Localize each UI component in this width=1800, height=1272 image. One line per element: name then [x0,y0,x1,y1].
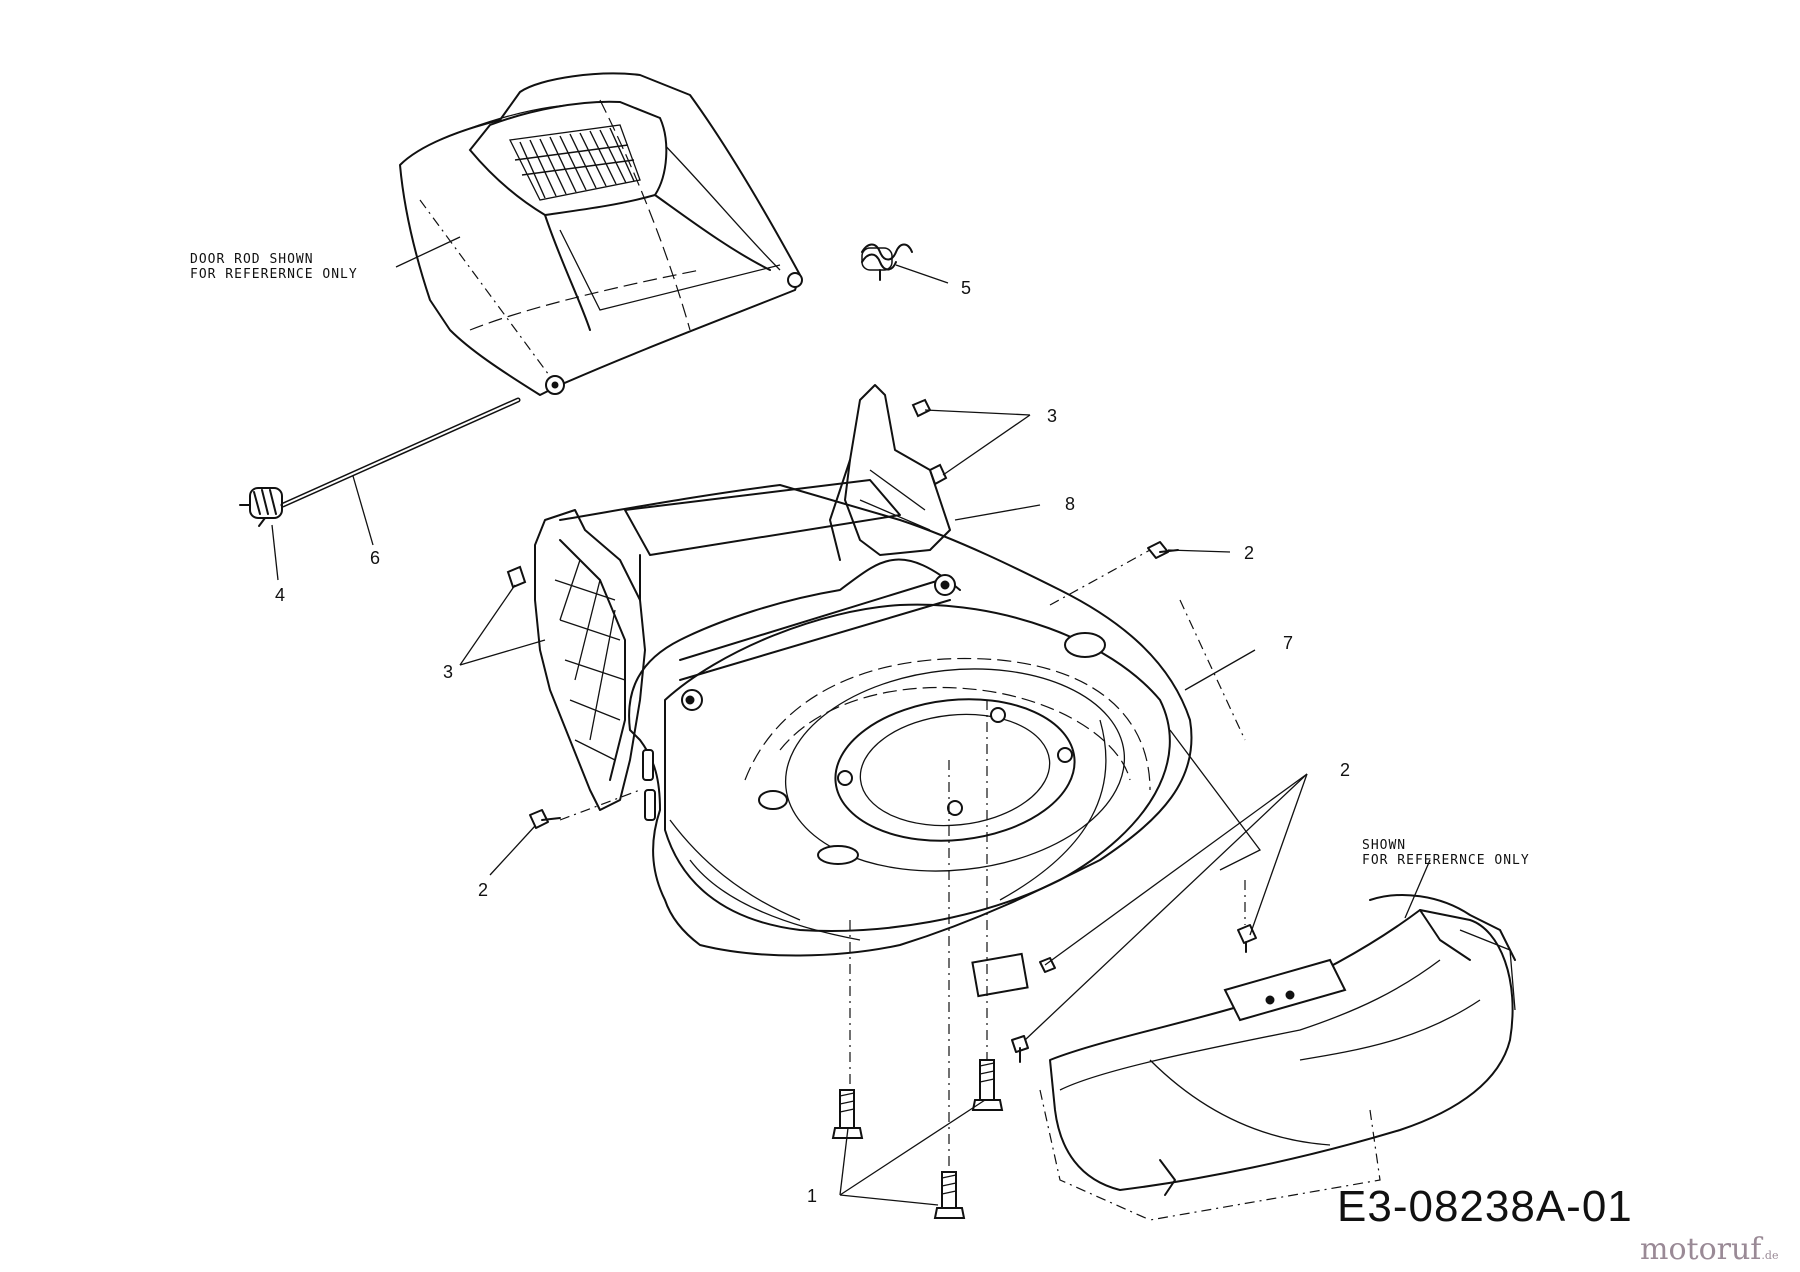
drawing-code: E3-08238A-01 [1337,1182,1633,1231]
callout-4: 4 [275,585,286,605]
torsion-spring-4 [239,487,283,581]
callout-2-right-mid: 2 [1340,760,1351,780]
callout-8: 8 [1065,494,1076,514]
torsion-spring-5 [861,243,949,284]
bolt-2-right-b [1011,1035,1029,1063]
clip-nut-3-top [911,398,948,486]
door-rod-6 [280,397,521,546]
brand-name: motoruf [1640,1232,1762,1267]
door-rod-note: DOOR ROD SHOWN FOR REFERERNCE ONLY [190,252,358,282]
callout-3-top: 3 [1047,406,1058,426]
bolt-2-left [529,809,561,829]
callout-1: 1 [807,1186,818,1206]
bolt-2-right-a [1039,957,1056,973]
callout-6: 6 [370,548,381,568]
mower-deck-7 [559,484,1261,998]
leader-lines [395,236,1308,1206]
mulch-cover [1039,859,1516,1221]
rear-door [399,72,803,396]
callout-2-left: 2 [478,880,489,900]
callout-3-left: 3 [443,662,454,682]
callout-2-right-top: 2 [1244,543,1255,563]
bolt-1-c [933,1171,966,1219]
motoruf-logo: motoruf.de [1640,1232,1778,1267]
clip-nut-3-left [506,565,527,589]
brand-suffix: .de [1761,1249,1779,1262]
callout-7: 7 [1283,633,1294,653]
bolt-1-b [971,1059,1004,1111]
handle-bracket-8 [534,384,956,821]
callout-5: 5 [961,278,972,298]
bolt-2-right-c [1237,924,1257,953]
assembly-lines [559,549,1246,1172]
shown-reference-note: SHOWN FOR REFERERNCE ONLY [1362,838,1530,868]
